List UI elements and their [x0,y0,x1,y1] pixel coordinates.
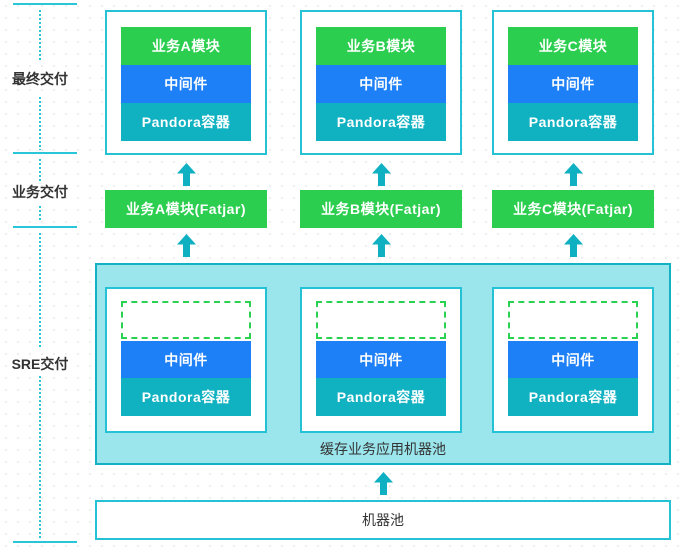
up-arrow-icon [564,163,583,186]
pool-node-2: 中间件 Pandora容器 [300,287,462,433]
rail-label-final-delivery: 最终交付 [12,71,68,87]
up-arrow-icon [177,163,196,186]
rail-divider-top [13,3,77,5]
module-a-bar: 业务A模块 [121,27,251,65]
up-arrow-icon [372,234,391,257]
pandora-container-bar: Pandora容器 [316,378,446,416]
up-arrow-icon [372,163,391,186]
rail-dotted-line [39,206,41,222]
middleware-bar: 中间件 [121,65,251,103]
rail-label-sre-delivery: SRE交付 [11,356,69,372]
pandora-container-bar: Pandora容器 [508,103,638,141]
cache-pool-label: 缓存业务应用机器池 [320,441,446,457]
pool-node-3: 中间件 Pandora容器 [492,287,654,433]
fatjar-module-c: 业务C模块(Fatjar) [492,190,654,228]
fatjar-module-a: 业务A模块(Fatjar) [105,190,267,228]
empty-module-slot [121,301,251,339]
module-c-bar: 业务C模块 [508,27,638,65]
empty-module-slot [508,301,638,339]
rail-divider-business-sre [13,226,77,228]
up-arrow-icon [177,234,196,257]
final-stack-module-c: 业务C模块 中间件 Pandora容器 [492,10,654,155]
pandora-container-bar: Pandora容器 [121,103,251,141]
up-arrow-icon [374,472,393,495]
pool-node-1: 中间件 Pandora容器 [105,287,267,433]
pandora-container-bar: Pandora容器 [121,378,251,416]
pandora-container-bar: Pandora容器 [508,378,638,416]
rail-dotted-line [39,97,41,150]
final-stack-module-b: 业务B模块 中间件 Pandora容器 [300,10,462,155]
fatjar-module-b: 业务B模块(Fatjar) [300,190,462,228]
middleware-bar: 中间件 [316,65,446,103]
rail-dotted-line [39,376,41,539]
module-b-bar: 业务B模块 [316,27,446,65]
pandora-container-bar: Pandora容器 [316,103,446,141]
middleware-bar: 中间件 [508,65,638,103]
middleware-bar: 中间件 [121,341,251,378]
empty-module-slot [316,301,446,339]
up-arrow-icon [564,234,583,257]
machine-pool-box: 机器池 [95,500,671,540]
rail-divider-final-business [13,152,77,154]
rail-divider-bottom [13,541,77,543]
final-stack-module-a: 业务A模块 中间件 Pandora容器 [105,10,267,155]
rail-dotted-line [39,159,41,182]
middleware-bar: 中间件 [508,341,638,378]
middleware-bar: 中间件 [316,341,446,378]
rail-label-business-delivery: 业务交付 [12,184,68,200]
rail-dotted-line [39,10,41,62]
rail-dotted-line [39,233,41,348]
